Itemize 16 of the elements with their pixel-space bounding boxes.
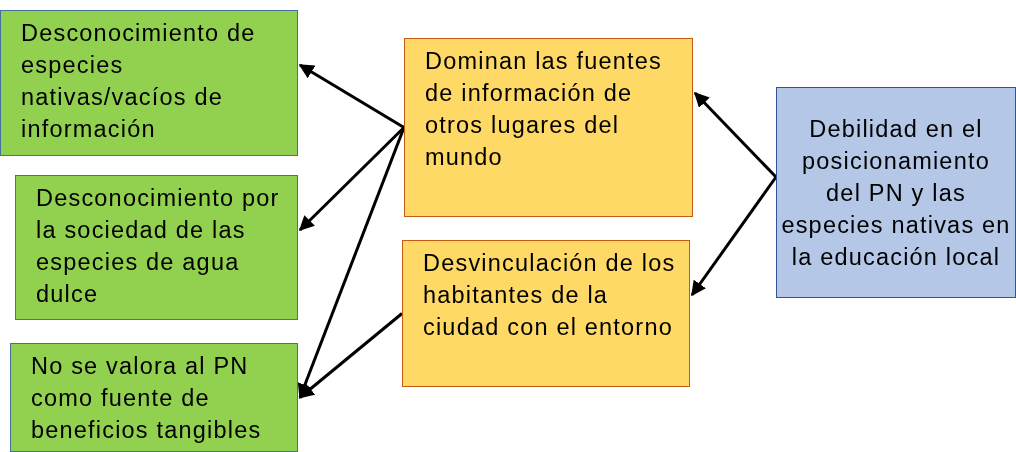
arrow [693,91,778,179]
arrow [298,312,403,399]
effect-box [0,10,298,156]
cause-box [404,38,693,217]
box-text: Debilidad en el posicionamiento del PN y las especies nativas en la educación local [781,114,1011,272]
effect-box [10,343,298,452]
cause-box [402,240,690,387]
box-text: Desconocimiento por la sociedad de las especies de agua dulce [36,184,281,309]
root-cause-box [776,87,1016,298]
box-text: Desconocimiento de especies nativas/vacíos de información [21,19,257,144]
box-text: No se valora al PN como fuente de beneficios tangibles [31,352,263,445]
arrow [690,176,778,297]
effect-box [15,175,298,320]
box-text: Desvinculación de los habitantes de la ciudad con el entorno [423,249,677,342]
arrow [298,63,405,129]
box-text: Dominan las fuentes de información de otros lugares del mundo [425,47,664,172]
